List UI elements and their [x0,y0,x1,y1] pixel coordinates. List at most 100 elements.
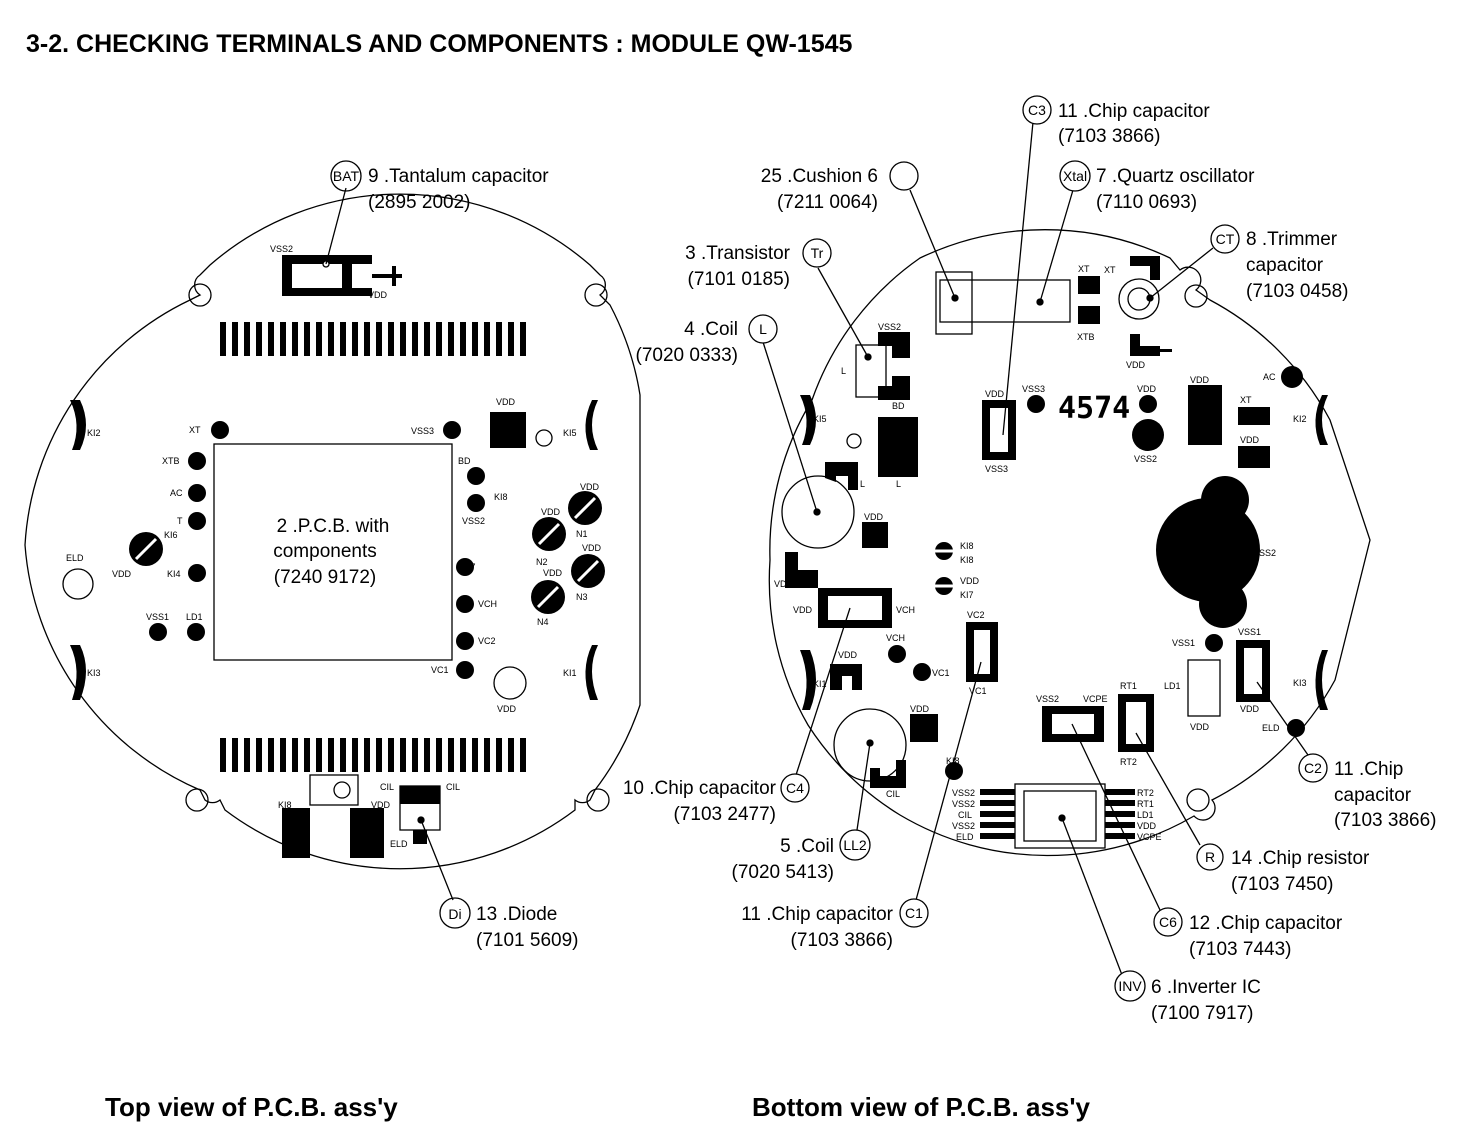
pin-label-vdd-coil: VDD [864,512,884,522]
tr-part: (7101 0185) [688,269,790,290]
page-title: 3-2. CHECKING TERMINALS AND COMPONENTS :… [26,30,853,58]
c1-part: (7103 3866) [791,930,893,951]
c4-name: 10 .Chip capacitor [623,778,777,799]
pin-label-xtb: XTB [162,456,180,466]
mount-hole [188,283,212,307]
key-contact-ki5 [585,400,598,450]
pad-vss1 [1205,634,1223,652]
pin-label-vdd-bottom: VDD [371,800,391,810]
c6-symbol-circle [1153,907,1183,937]
pin-label-vss3-c3: VSS3 [985,464,1008,474]
pin-label-vch: VCH [478,599,497,609]
diode-pad-left [282,808,310,858]
ld1-pad-outline [1187,659,1221,717]
pin-label-vdd-ll2: VDD [838,650,858,660]
ic-pin-label-vdd: VDD [1137,821,1157,831]
pad-vc1 [913,663,931,681]
leader-c3 [1002,121,1034,436]
pin-label-ki1: KI1 [813,679,827,689]
pin-label-l-chip: L [896,479,901,489]
diode-body [399,785,441,831]
xtal-pad-xt [1078,276,1100,294]
ic-pin-label-vss2: VSS2 [952,788,975,798]
key-contact-ki1 [800,650,816,710]
pin-label-eld-bottom: ELD [390,839,408,849]
xtal-body [939,279,1071,323]
diode-ring [333,781,351,799]
pin-label-bd: BD [458,456,471,466]
c2-name2: capacitor [1334,785,1412,806]
xtal-symbol-circle [1059,160,1091,192]
pin-label-t: T [177,516,183,526]
inverter-ic-inner [1023,790,1097,842]
hole-eld [62,568,94,600]
ic-pin-label-eld: ELD [956,832,974,842]
leader-ll2 [856,742,871,831]
leader-ct [1149,247,1214,299]
ct-symbol: CT [1216,231,1235,247]
r-part: (7103 7450) [1231,874,1333,895]
pin-label-vss3: VSS3 [411,426,434,436]
pad-xtb [188,452,206,470]
ic-pin [1105,789,1135,795]
pin-label-ac: AC [170,488,183,498]
pad-ki4 [188,564,206,582]
xtal-pad-xtb [1078,306,1100,324]
hole-vdd [493,666,527,700]
c6-name: 12 .Chip capacitor [1189,913,1343,934]
pin-label-ki2: KI2 [87,428,101,438]
pin-label-ki8: KI8 [494,492,508,502]
anchor-dot [951,294,959,302]
inv-name: 6 .Inverter IC [1151,977,1261,998]
main-pcb-module [213,443,453,661]
pin-label-vdd-ld1: VDD [1190,722,1210,732]
pin-label-rt2: RT2 [1120,757,1137,767]
pad-vdd [1139,395,1157,413]
pad-t [188,512,206,530]
diode-pad-right [350,808,384,858]
pin-label-bd: BD [892,401,905,411]
inv-symbol: INV [1118,978,1142,994]
pad-vch [888,645,906,663]
chip-c6 [1042,706,1104,742]
pad-ac [1281,366,1303,388]
diode-eld-pad [413,830,427,844]
tr-symbol-circle [802,238,832,268]
pad-ki7 [456,558,474,576]
transistor-body [855,344,887,398]
anchor-dot [1058,814,1066,822]
pin-label-vdd-4574: VDD [1137,384,1157,394]
pad-vss3 [1027,395,1045,413]
c1-symbol-circle [899,898,929,928]
ic-pin-label-ld1: LD1 [1137,810,1154,820]
ic-pin-label-vcpe: VCPE [1137,832,1162,842]
di-part: (7101 5609) [476,930,578,951]
pin-label-l-coil: L [860,479,865,489]
pin-label-ki3: KI3 [1293,678,1307,688]
pin-label-vch: VCH [886,633,905,643]
c2-symbol-circle [1298,753,1328,783]
c4-symbol: C4 [786,780,804,796]
c3-part: (7103 3866) [1058,126,1160,147]
ic-pin [1105,811,1135,817]
trimmer-plus [1160,349,1172,352]
bottom-view-caption: Bottom view of P.C.B. ass'y [752,1092,1091,1122]
pad-vdd [910,714,938,742]
key-contact-ki2 [1315,395,1328,445]
pin-label-ki4: KI4 [167,569,181,579]
mount-hole [584,283,608,307]
c6-symbol: C6 [1159,914,1177,930]
ll2-symbol: LL2 [843,837,867,853]
pad-xt [211,421,229,439]
top-view-caption: Top view of P.C.B. ass'y [105,1092,398,1122]
bat-name: 9 .Tantalum capacitor [368,166,549,187]
r-symbol-circle [1196,843,1224,871]
chip-r [1118,694,1154,752]
key-contact-ki2 [70,400,86,450]
leader-c4 [795,607,851,776]
c3-name: 11 .Chip capacitor [1058,101,1210,122]
pin-label-ki5: KI5 [563,428,577,438]
pin-label-vc2: VC2 [967,610,985,620]
pin-label-vdd-square: VDD [496,397,516,407]
c6-part: (7103 7443) [1189,939,1291,960]
